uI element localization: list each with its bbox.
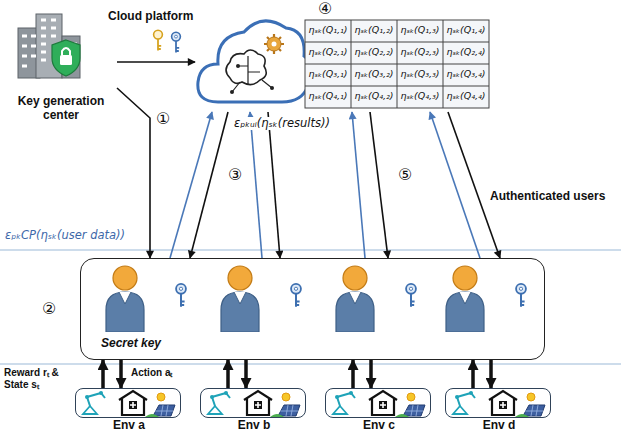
connector-arrow xyxy=(448,112,500,258)
key-icon xyxy=(154,30,163,50)
formula-label: εₚₖᵤᵢ(ηₛₖ(results)) xyxy=(232,117,332,130)
edge-label: Action aₜ xyxy=(131,367,191,379)
group-title: Authenticated users xyxy=(490,190,605,204)
connector-arrow xyxy=(471,360,475,388)
environment-box: Env a xyxy=(75,388,181,418)
node-text: Key generation center xyxy=(5,95,117,123)
node-text: Env c xyxy=(326,419,432,433)
node-text: Env d xyxy=(446,419,552,433)
callout-number: ⑤ xyxy=(398,166,412,184)
callout-number: ④ xyxy=(318,0,332,18)
key-icon xyxy=(172,32,181,52)
table-cell: ηₛₖ(Q₂,₂) xyxy=(351,47,397,58)
environment-box: Env b xyxy=(200,388,306,418)
table-cell: ηₛₖ(Q₃,₂) xyxy=(351,69,397,80)
node-text: Secret key xyxy=(101,337,181,351)
key-center-node: Key generation center xyxy=(5,5,117,127)
connector-arrow xyxy=(268,112,280,258)
table-cell: ηₛₖ(Q₁,₂) xyxy=(351,25,397,36)
callout-number: ③ xyxy=(228,166,242,184)
connector-arrow xyxy=(489,360,493,388)
connector-arrow xyxy=(119,360,123,388)
table-cell: ηₛₖ(Q₂,₃) xyxy=(397,47,443,58)
table-cell: ηₛₖ(Q₃,₃) xyxy=(397,69,443,80)
connector-arrow xyxy=(226,360,230,388)
table-grid xyxy=(305,20,489,108)
environment-icons xyxy=(83,391,545,417)
callout-number: ② xyxy=(42,300,56,318)
environment-box: Env d xyxy=(445,388,551,418)
table-cell: ηₛₖ(Q₁,₁) xyxy=(305,25,351,36)
callout-number: ① xyxy=(156,110,170,128)
cloud-icon xyxy=(198,21,312,102)
node-text: Env b xyxy=(201,419,307,433)
user-icons xyxy=(106,266,526,332)
connector-arrow xyxy=(352,112,365,258)
table-cell: ηₛₖ(Q₄,₂) xyxy=(351,91,397,102)
connector-arrow xyxy=(170,112,212,258)
connector-arrow xyxy=(117,61,195,63)
separator-line xyxy=(0,249,621,250)
connector-arrow xyxy=(244,360,248,388)
table-cell: ηₛₖ(Q₄,₁) xyxy=(305,91,351,102)
node-text: Env a xyxy=(76,419,182,433)
table-cell: ηₛₖ(Q₄,₄) xyxy=(443,91,489,102)
formula-label: εₚₖCP(ηₛₖ(user data)) xyxy=(5,229,125,242)
connector-arrow xyxy=(101,360,105,388)
separator-line xyxy=(0,363,621,364)
building-icon xyxy=(18,14,80,78)
environment-box: Env c xyxy=(325,388,431,418)
table-cell: ηₛₖ(Q₁,₃) xyxy=(397,25,443,36)
table-cell: ηₛₖ(Q₂,₁) xyxy=(305,47,351,58)
table-cell: ηₛₖ(Q₃,₄) xyxy=(443,69,489,80)
table-cell: ηₛₖ(Q₁,₄) xyxy=(443,25,489,36)
connector-arrow xyxy=(351,360,355,388)
edge-label: Reward rₜ & State sₜ xyxy=(4,367,70,390)
connector-arrow xyxy=(190,112,228,258)
node-text: Cloud platform xyxy=(108,10,194,24)
table-cell: ηₛₖ(Q₂,₄) xyxy=(443,47,489,58)
connector-arrow xyxy=(370,112,388,258)
connector-arrow xyxy=(369,360,373,388)
table-cell: ηₛₖ(Q₃,₁) xyxy=(305,69,351,80)
connector-arrow xyxy=(250,112,262,258)
users-group: Secret key xyxy=(80,258,545,360)
table-cell: ηₛₖ(Q₄,₃) xyxy=(397,91,443,102)
